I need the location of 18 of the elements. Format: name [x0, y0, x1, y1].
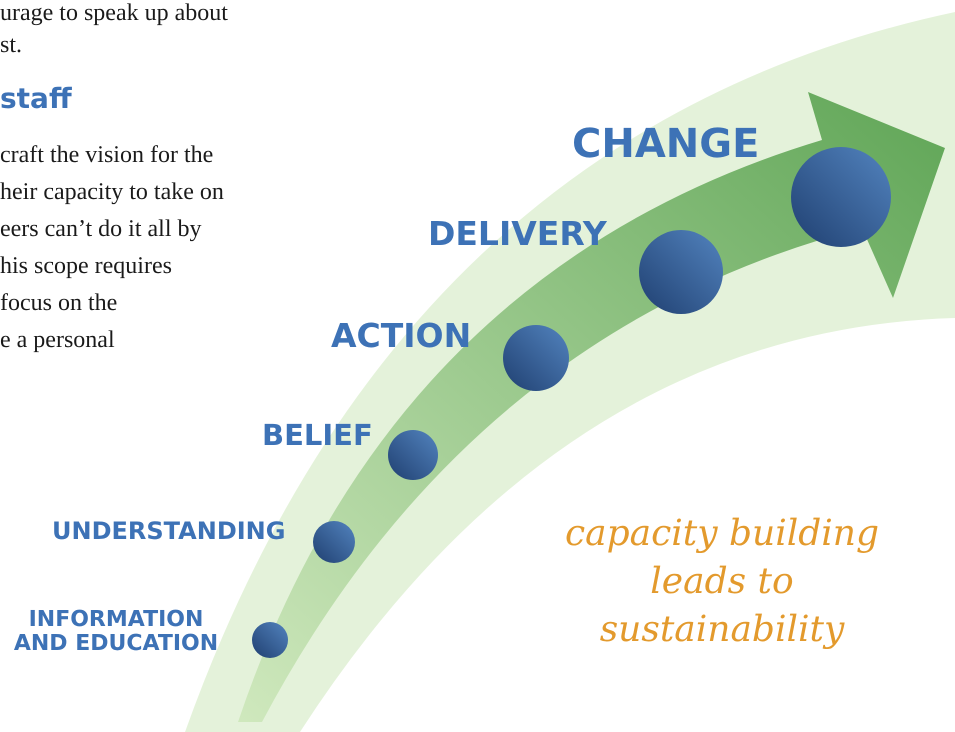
body-text: focus on the: [0, 289, 118, 318]
body-text: e a personal: [0, 326, 115, 355]
stage-label: CHANGE: [572, 122, 760, 166]
body-text: craft the vision for the: [0, 141, 214, 170]
body-text: eers can’t do it all by: [0, 215, 202, 244]
stage-label: BELIEF: [262, 420, 372, 452]
body-text: heir capacity to take on: [0, 178, 224, 207]
stage-label: ACTION: [331, 318, 472, 354]
handwritten-caption: leads to: [649, 560, 795, 604]
stage-label: DELIVERY: [428, 216, 608, 252]
body-text: his scope requires: [0, 252, 172, 281]
handwritten-caption: sustainability: [598, 608, 846, 652]
section-heading: staff: [0, 84, 72, 115]
stage-label: INFORMATION AND EDUCATION: [12, 608, 220, 656]
body-text: urage to speak up about: [0, 0, 228, 28]
body-text: st.: [0, 31, 22, 60]
handwritten-caption: capacity building: [564, 512, 880, 556]
stage-label: UNDERSTANDING: [52, 518, 286, 544]
